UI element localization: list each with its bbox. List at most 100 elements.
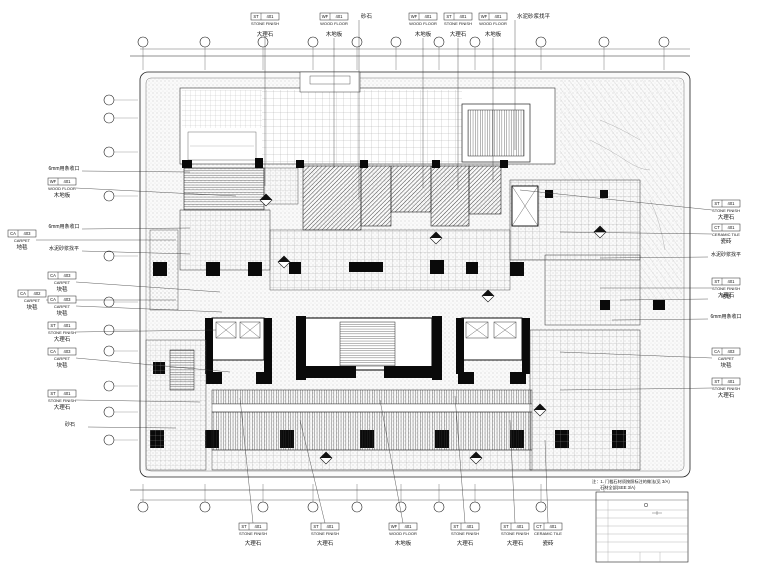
top-material-label: 大理石: [450, 30, 467, 38]
material-tag-box: [711, 277, 741, 286]
material-tag-english: STONE FINISH: [239, 531, 267, 536]
material-tag-number: 403: [64, 297, 72, 302]
bottom-material-label: 大理石: [245, 539, 262, 547]
material-tag-box: [250, 12, 280, 21]
top-note-label: 水泥砂浆找平: [517, 12, 551, 20]
material-tag-box: [47, 271, 77, 280]
material-tag-code: CT: [536, 524, 542, 529]
material-tag-code: WF: [391, 524, 398, 529]
right-material-label: 瓷砖: [720, 237, 732, 245]
material-tag-box: [711, 377, 741, 386]
left-note-label: 砂石: [65, 421, 75, 428]
right-note-label: 6mm用条收口: [710, 313, 741, 320]
left-material-label: 地毯: [16, 243, 28, 251]
top-material-label: 大理石: [257, 30, 274, 38]
material-tag-code: ST: [453, 524, 459, 529]
note-line-1: 注：1. 门槛石材须按照标注的做法(见 3/A): [592, 478, 670, 485]
grid-bubble-top: [535, 36, 547, 48]
material-tag-number: 402: [34, 291, 42, 296]
material-tag-number: 401: [336, 14, 344, 19]
material-tag-box: [711, 223, 741, 232]
callout-leader: [81, 170, 191, 173]
section-marker-arrow: [470, 452, 482, 458]
grid-bubble-left: [103, 345, 115, 357]
material-tag-english: STONE FINISH: [501, 531, 529, 536]
material-tag-english: STONE FINISH: [444, 21, 472, 26]
left-material-label: 块毯: [56, 361, 68, 369]
material-tag-code: CA: [10, 231, 16, 236]
material-tag-english: WOOD FLOOR: [409, 21, 437, 26]
material-tag-english: WOOD FLOOR: [389, 531, 417, 536]
left-note-label: 6mm用条收口: [48, 165, 79, 172]
material-tag-number: 401: [495, 14, 503, 19]
right-material-label: 大理石: [718, 391, 735, 399]
material-tag-number: 401: [517, 524, 525, 529]
callout-leader: [619, 298, 709, 301]
material-tag-code: CT: [714, 225, 720, 230]
grid-bubble-left: [103, 406, 115, 418]
callout-leader: [559, 387, 713, 391]
material-tag-number: 401: [64, 391, 72, 396]
material-tag-number: 401: [460, 14, 468, 19]
bottom-material-label: 木地板: [395, 539, 412, 547]
grid-bubble-left: [103, 380, 115, 392]
material-tag-code: CA: [50, 349, 56, 354]
material-tag-english: STONE FINISH: [451, 531, 479, 536]
grid-bubble-bottom: [307, 501, 319, 513]
grid-bubble-left: [103, 434, 115, 446]
callout-leader: [75, 357, 231, 373]
grid-bubble-left: [103, 112, 115, 124]
material-tag-number: 401: [425, 14, 433, 19]
material-tag-box: [47, 347, 77, 356]
material-tag-number: 401: [64, 179, 72, 184]
left-material-label: 木地板: [54, 191, 71, 199]
material-tag-english: STONE FINISH: [712, 286, 740, 291]
landscape-area: [560, 80, 682, 300]
material-tag-box: [7, 229, 37, 238]
grid-bubble-bottom: [469, 501, 481, 513]
section-marker-arrow: [320, 452, 332, 458]
callout-leader: [75, 187, 237, 197]
material-tag-number: 403: [64, 273, 72, 278]
callout-leader: [75, 399, 201, 403]
right-note-label: 地毯: [721, 293, 731, 300]
top-dimension-line: [130, 47, 690, 70]
section-marker-arrow: [594, 226, 606, 232]
grid-bubble-left: [103, 250, 115, 262]
grid-bubble-top: [199, 36, 211, 48]
material-tag-box: [47, 177, 77, 186]
top-material-label: 木地板: [485, 30, 502, 38]
material-tag-box: [319, 12, 349, 21]
section-marker-arrow: [534, 404, 546, 410]
callout-leader: [544, 439, 549, 524]
callout-leader: [559, 351, 713, 359]
material-tag-english: CARPET: [14, 238, 31, 243]
bottom-material-label: 大理石: [507, 539, 524, 547]
grid-bubble-bottom: [257, 501, 269, 513]
callout-leader: [75, 329, 217, 333]
callout-leader: [509, 419, 516, 524]
bottom-material-label: 大理石: [317, 539, 334, 547]
grid-bubble-top: [257, 36, 269, 48]
section-marker: [277, 255, 291, 269]
grid-bubble-bottom: [351, 501, 363, 513]
grid-bubble-bottom: [199, 501, 211, 513]
material-tag-code: ST: [714, 201, 720, 206]
grid-bubble-bottom: [395, 501, 407, 513]
wood-floor-rooms: [183, 165, 502, 231]
top-note-label: 砂石: [361, 12, 373, 20]
left-note-label: 水泥砂浆找平: [49, 245, 79, 252]
